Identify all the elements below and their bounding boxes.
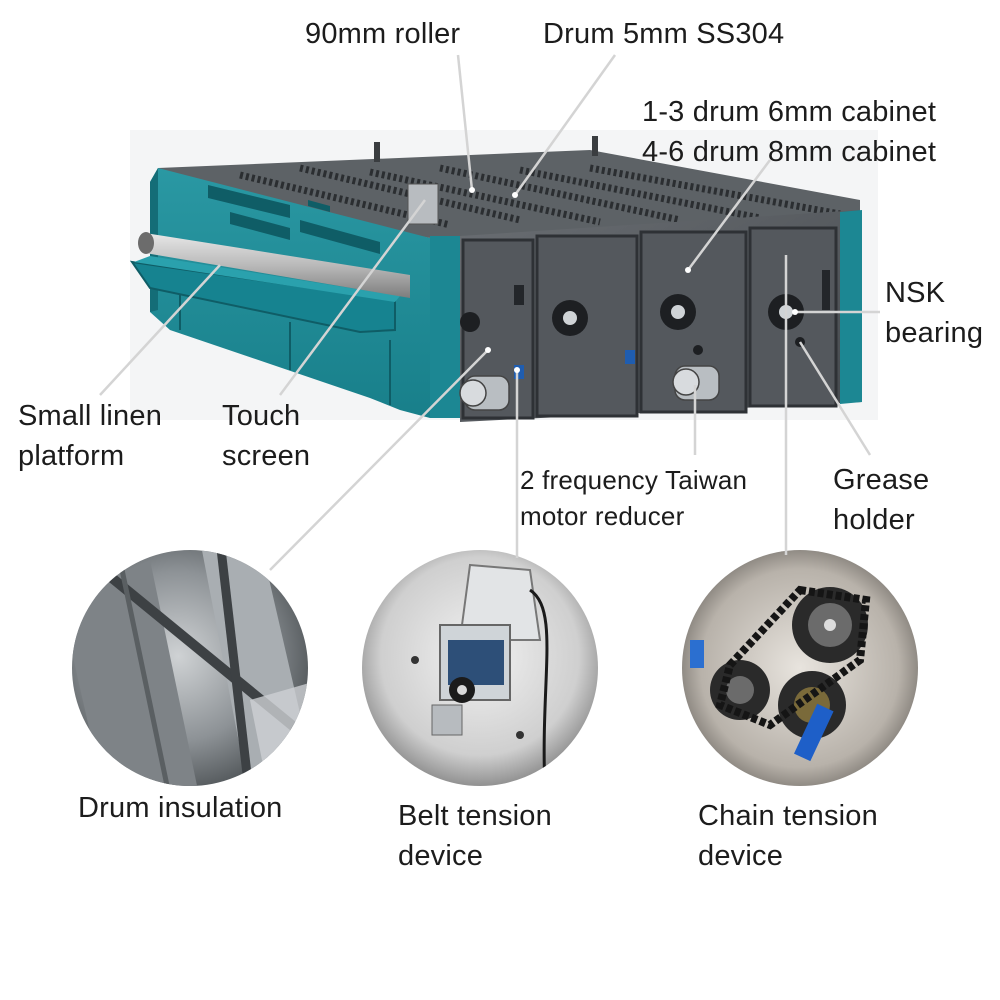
drum-insulation-photo xyxy=(72,550,308,786)
motor-icon xyxy=(459,365,720,411)
belt-tensioner-icon xyxy=(362,550,598,786)
label-drum-insulation: Drum insulation xyxy=(78,792,283,824)
label-cabinet: 1-3 drum 6mm cabinet 4-6 drum 8mm cabine… xyxy=(642,96,937,168)
label-grease-holder: Grease holder xyxy=(833,464,930,536)
ironer-machine xyxy=(129,136,862,422)
roller-icon xyxy=(138,232,410,298)
label-small-linen-platform: Small linen platform xyxy=(18,400,163,472)
label-touch-screen: Touch screen xyxy=(222,400,311,472)
leader-lines xyxy=(99,54,880,571)
chain-sprocket-icon xyxy=(682,550,918,786)
top-rollers xyxy=(239,164,841,229)
label-roller: 90mm roller xyxy=(305,18,461,50)
label-motor-reducer: 2 frequency Taiwan motor reducer xyxy=(520,465,748,531)
label-drum: Drum 5mm SS304 xyxy=(543,18,785,50)
label-nsk-bearing: NSK bearing xyxy=(885,277,984,349)
front-vents xyxy=(208,185,380,254)
label-chain-tension-device: Chain tension device xyxy=(698,800,878,872)
label-belt-tension-device: Belt tension device xyxy=(398,800,552,872)
